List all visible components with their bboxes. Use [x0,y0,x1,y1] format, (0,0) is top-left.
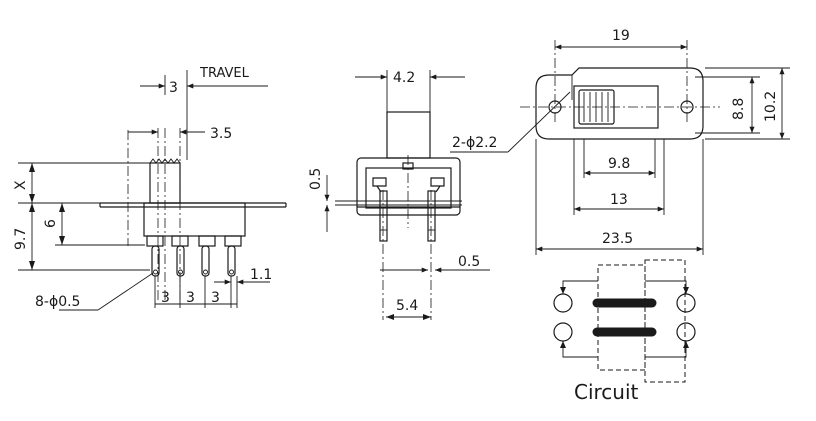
side-body [99,158,287,277]
end-actuator-width: 4.2 [393,70,415,86]
travel-value: 3 [169,80,178,96]
height-inner: 8.8 [731,98,747,120]
pin-pitch-2: 3 [186,290,195,306]
circuit-label: Circuit [574,380,639,404]
end-view: 4.2 0.5 0.5 5.4 [308,70,490,320]
body-height-value: 6 [43,219,59,228]
holes-note: 2-ϕ2.2 [452,135,497,151]
overall-height-value: 9.7 [13,228,29,250]
pins-note: 8-ϕ0.5 [35,294,80,310]
pin-width-value: 1.1 [250,267,272,283]
slot-outer: 13 [610,192,628,208]
travel-label: TRAVEL [199,66,250,81]
pin-pitch-3: 3 [211,290,220,306]
circuit-diagram: Circuit [553,259,696,404]
pin-thickness: 0.5 [458,254,480,270]
hole-pitch: 19 [612,28,630,44]
flange-thickness: 0.5 [308,168,324,190]
row-spacing: 5.4 [396,298,418,314]
side-view: 3 TRAVEL 3.5 X 9.7 6 3 3 3 1.1 [13,66,287,311]
overall-length: 23.5 [602,231,633,247]
pin-pitch-1: 3 [161,290,170,306]
height-outer: 10.2 [763,91,779,122]
slot-inner: 9.8 [608,156,630,172]
actuator-width-value: 3.5 [210,126,232,142]
top-view: 19 2-ϕ2.2 8.8 10.2 9.8 13 23.5 [450,28,790,255]
x-label: X [13,180,29,190]
